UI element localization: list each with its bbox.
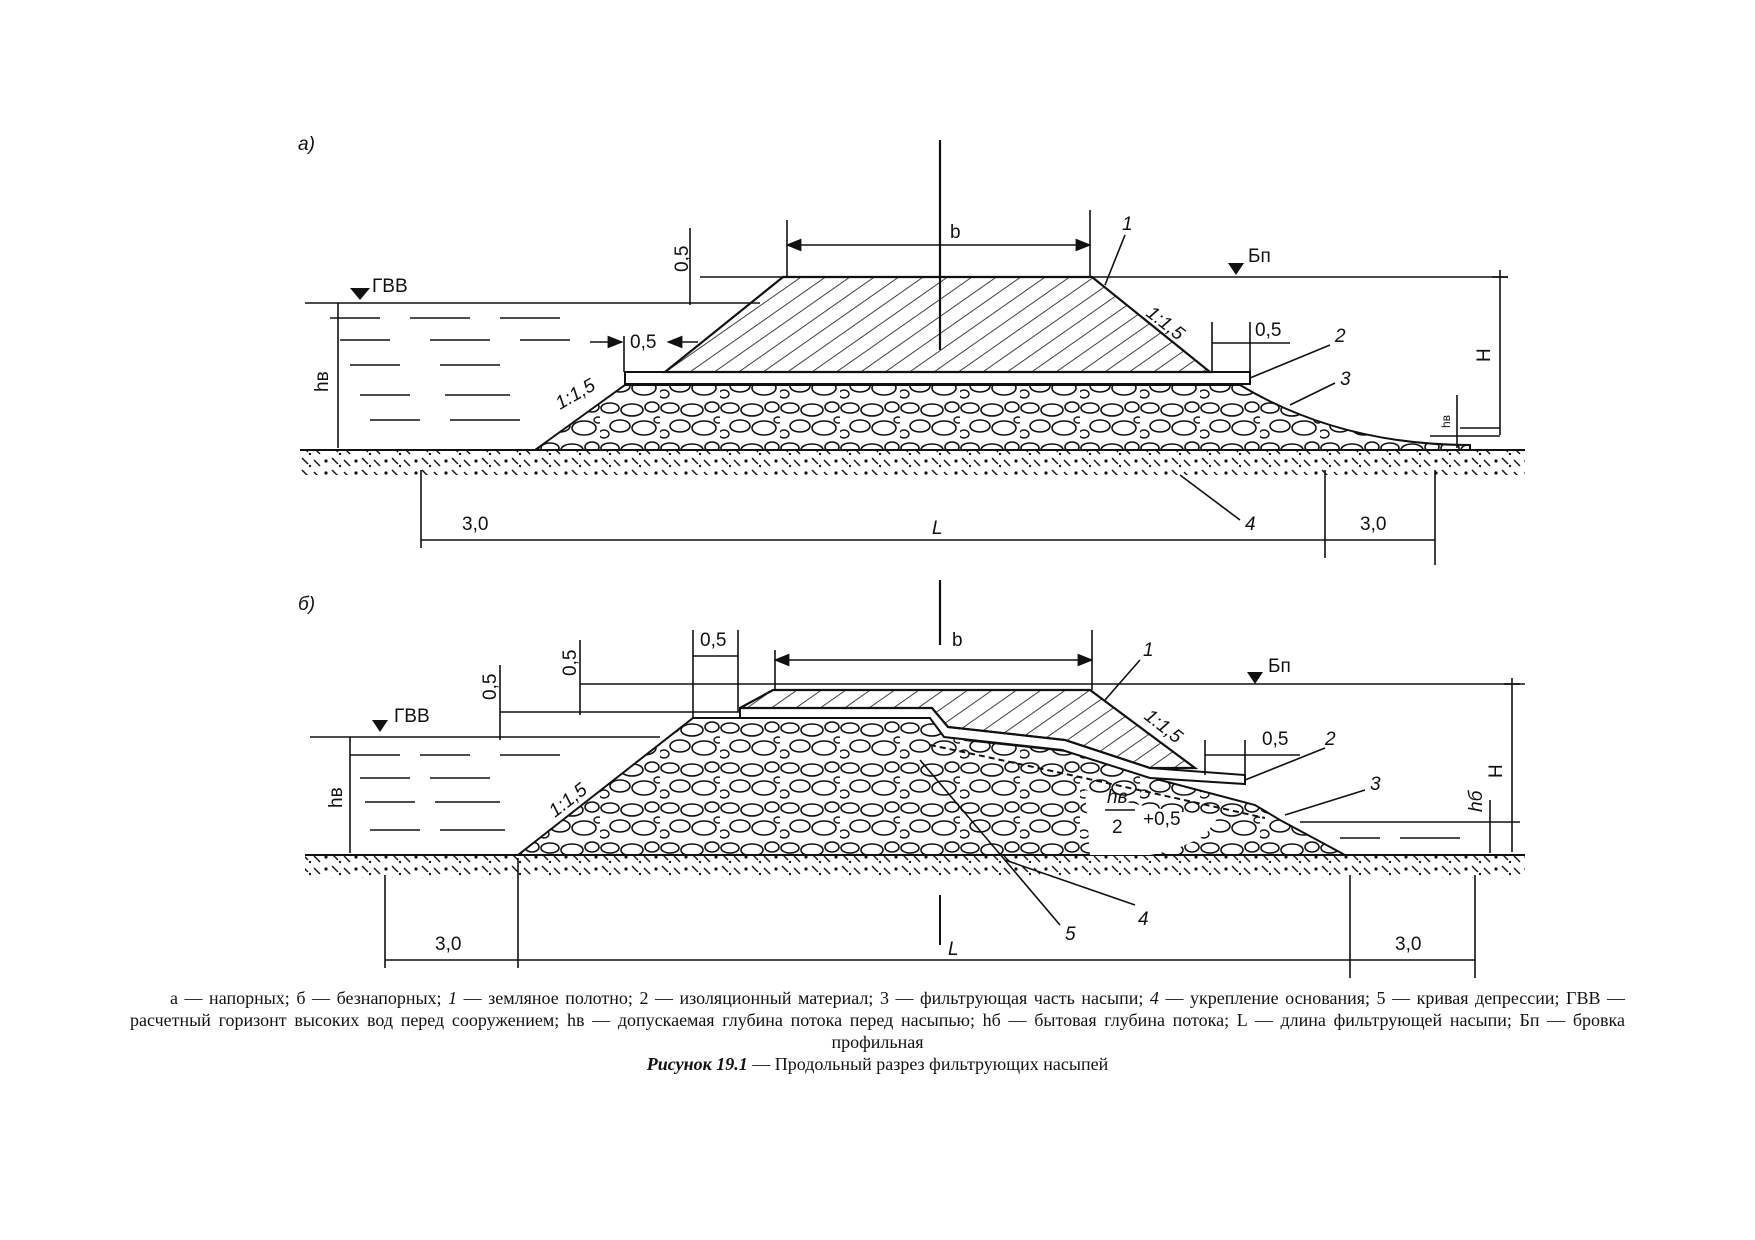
- panel-b-frac-num: hв: [1107, 787, 1128, 808]
- panel-b-callout-5: 5: [1065, 924, 1076, 945]
- panel-b-dim-05-a: 0,5: [480, 674, 501, 700]
- panel-b-dim-05-b: 0,5: [560, 650, 581, 676]
- figure-label: Рисунок 19.1: [646, 1054, 748, 1074]
- figure-caption: а — напорных; б — безнапорных; 1 — земля…: [130, 987, 1625, 1075]
- panel-a-gvv-marker: [350, 288, 370, 300]
- panel-b-bp-label: Бп: [1268, 656, 1291, 677]
- panel-b-gvv-label: ГВВ: [394, 706, 430, 727]
- panel-a-callout-4: 4: [1245, 514, 1256, 535]
- panel-a-filter-body: [531, 384, 1471, 451]
- caption-legend-num-1: 1: [448, 988, 458, 1008]
- panel-a-dim-30-left: 3,0: [462, 514, 488, 535]
- panel-a-dim-05-left: 0,5: [630, 332, 656, 353]
- panel-b-dim-30-left: 3,0: [435, 934, 461, 955]
- panel-b-b-label: b: [952, 630, 963, 651]
- panel-b-gvv-marker: [372, 720, 388, 732]
- caption-legend-num-4: 4: [1149, 988, 1159, 1008]
- caption-legend-part-2: — земляное полотно; 2 — изоляционный мат…: [457, 988, 1150, 1008]
- panel-a-base-reinforcement: [300, 451, 1525, 475]
- panel-b-callout-2: 2: [1324, 729, 1336, 750]
- panel-b-hb-label: hб: [1466, 789, 1487, 812]
- panel-a-callout-2: 2: [1334, 326, 1346, 347]
- panel-a-isolation-layer: [624, 371, 1251, 385]
- panel-b-depression-void: [1085, 790, 1220, 855]
- panel-b-embankment: [739, 688, 1199, 770]
- panel-a-dim-30-right: 3,0: [1360, 514, 1386, 535]
- panel-a-L-label: L: [932, 518, 943, 539]
- panel-a-embankment: [661, 275, 1214, 374]
- panel-a-dim-05-top: 0,5: [672, 246, 693, 272]
- panel-a-bp-label: Бп: [1248, 246, 1271, 267]
- caption-legend: а — напорных; б — безнапорных; 1 — земля…: [130, 987, 1625, 1053]
- panel-b-dim-05-c: 0,5: [700, 630, 726, 651]
- panel-a-dim-05-right: 0,5: [1255, 320, 1281, 341]
- panel-a-b-label: b: [950, 222, 961, 243]
- panel-b-H-label: H: [1486, 764, 1507, 778]
- panel-b-frac-den: 2: [1112, 817, 1123, 838]
- panel-a-label: а): [298, 134, 315, 155]
- panel-b-callout-3: 3: [1370, 774, 1381, 795]
- panel-b-callout-4: 4: [1138, 909, 1149, 930]
- panel-a-hv-left: hв: [312, 371, 333, 392]
- panel-a: а) b 0,5: [298, 134, 1525, 565]
- panel-b-L-label: L: [948, 939, 959, 960]
- panel-b-depression-curve: [929, 744, 1266, 819]
- panel-b-frac-plus: +0,5: [1143, 809, 1181, 830]
- panel-a-callout-1: 1: [1122, 214, 1133, 235]
- panel-a-bp-marker: [1228, 263, 1244, 275]
- panel-b-filter-body: [515, 717, 1346, 856]
- figure-title: — Продольный разрез фильтрующих насыпей: [747, 1054, 1109, 1074]
- panel-b-base-reinforcement: [305, 856, 1525, 878]
- panel-b-water: [310, 736, 1520, 839]
- panel-b-callout-1: 1: [1143, 640, 1154, 661]
- panel-b-label: б): [298, 594, 315, 615]
- panel-a-water: [305, 302, 1500, 437]
- caption-title: Рисунок 19.1 — Продольный разрез фильтру…: [130, 1053, 1625, 1075]
- panel-b-bp-marker: [1247, 672, 1263, 684]
- panel-a-callout-3: 3: [1340, 369, 1351, 390]
- caption-legend-part-1: а — напорных; б — безнапорных;: [170, 988, 449, 1008]
- panel-b-dim-30-right: 3,0: [1395, 934, 1421, 955]
- panel-a-hv-right: hв: [1439, 415, 1453, 428]
- panel-b-dim-05-right: 0,5: [1262, 729, 1288, 750]
- panel-b: б) b: [298, 580, 1525, 978]
- panel-b-hv-left: hв: [326, 787, 347, 808]
- caption-legend-part-3: — укрепление основания; 5 — кривая депре…: [130, 988, 1625, 1052]
- panel-a-gvv-label: ГВВ: [372, 276, 408, 297]
- panel-a-H-label: H: [1474, 348, 1495, 362]
